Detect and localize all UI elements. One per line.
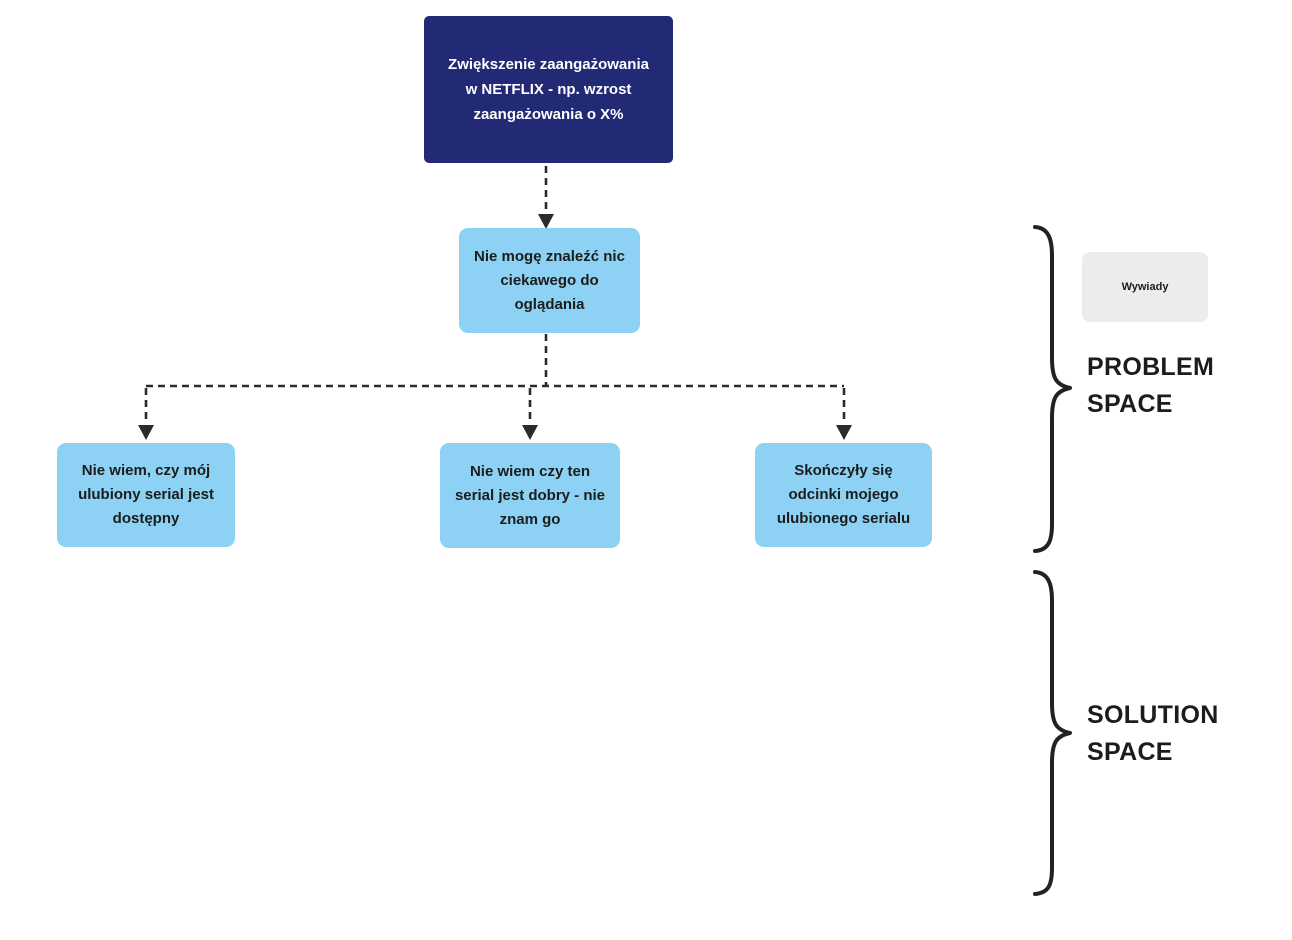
problem-space-label: PROBLEM SPACE — [1087, 353, 1215, 418]
problem-space-brace — [1033, 225, 1072, 553]
goal-node-label: Zwiększenie zaangażowania w NETFLIX - np… — [448, 56, 649, 123]
arrowhead-problem-main — [538, 214, 554, 229]
problem-main-label: Nie mogę znaleźć nic ciekawego do ogląda… — [474, 247, 625, 313]
problem-main-node[interactable]: Nie mogę znaleźć nic ciekawego do ogląda… — [459, 228, 640, 333]
problem-node-1[interactable]: Nie wiem, czy mój ulubiony serial jest d… — [57, 443, 235, 547]
arrowhead-problem-1 — [138, 425, 154, 440]
solution-space-brace — [1033, 570, 1072, 896]
problem-node-2-label: Nie wiem czy ten serial jest dobry - nie… — [454, 462, 606, 528]
arrowhead-problem-2 — [522, 425, 538, 440]
interviews-tag[interactable]: Wywiady — [1082, 252, 1208, 322]
goal-node[interactable]: Zwiększenie zaangażowania w NETFLIX - np… — [424, 16, 673, 163]
problem-node-2[interactable]: Nie wiem czy ten serial jest dobry - nie… — [440, 443, 620, 548]
problem-node-1-label: Nie wiem, czy mój ulubiony serial jest d… — [78, 462, 214, 527]
interviews-tag-label: Wywiady — [1121, 281, 1169, 293]
solution-space-label: SOLUTION SPACE — [1087, 701, 1219, 766]
problem-node-3-label: Skończyły się odcinki mojego ulubionego … — [776, 462, 911, 527]
arrowhead-problem-3 — [836, 425, 852, 440]
problem-node-3[interactable]: Skończyły się odcinki mojego ulubionego … — [755, 443, 932, 547]
